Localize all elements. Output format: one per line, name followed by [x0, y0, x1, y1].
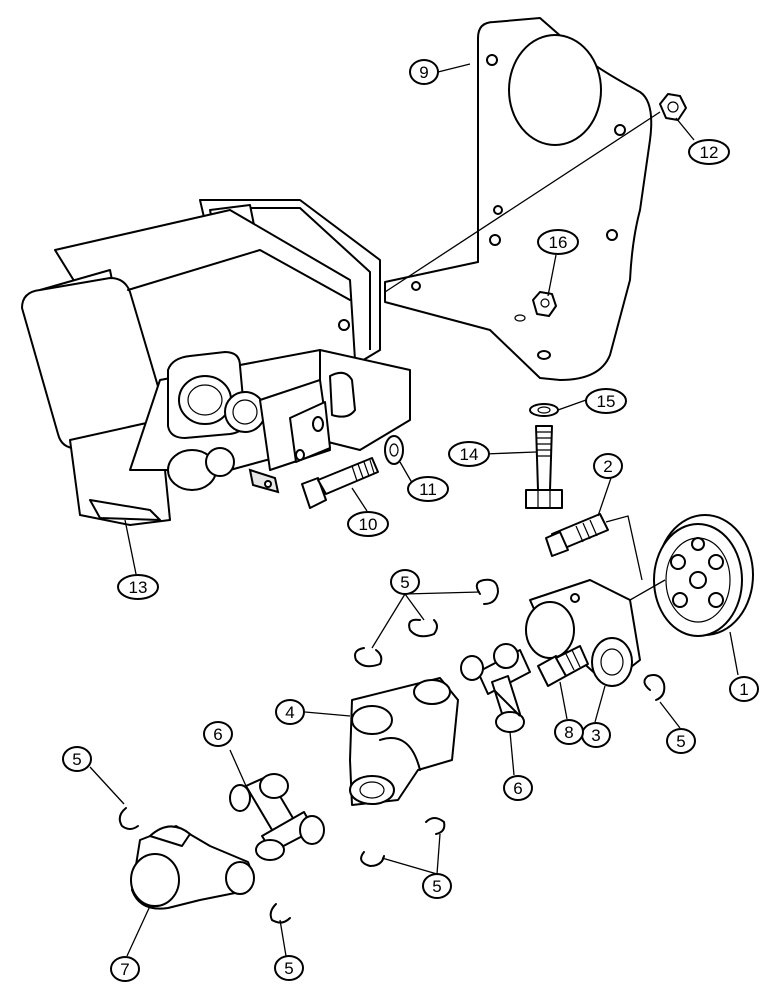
callout-5-bottom-label: 5 [284, 959, 293, 978]
callout-6-upper: 6 [203, 721, 233, 747]
callout-14: 14 [448, 441, 490, 467]
callout-13-label: 13 [129, 578, 148, 597]
callout-5-top-label: 5 [400, 573, 409, 592]
callout-11: 11 [407, 476, 449, 502]
callout-15-label: 15 [597, 392, 616, 411]
callout-5-top: 5 [390, 569, 420, 595]
leader-lines [89, 63, 739, 957]
callout-1: 1 [729, 676, 759, 702]
callout-10: 10 [347, 511, 389, 537]
callout-6-lower-label: 6 [513, 779, 522, 798]
callout-3-label: 3 [591, 726, 600, 745]
universal-joint-upper [460, 643, 531, 733]
callout-5-middle: 5 [422, 873, 452, 899]
snap-ring-group [118, 578, 666, 924]
callout-5-right-label: 5 [676, 732, 685, 751]
callout-1-label: 1 [739, 680, 748, 699]
callout-12-label: 12 [700, 143, 719, 162]
callout-10-label: 10 [359, 515, 378, 534]
callout-12: 12 [688, 139, 730, 165]
callout-5-middle-label: 5 [432, 877, 441, 896]
yoke-part-4 [349, 677, 459, 806]
callout-2-label: 2 [603, 457, 612, 476]
nut-part-12 [659, 93, 687, 121]
callout-16: 16 [537, 229, 579, 255]
callout-6-lower: 6 [503, 775, 533, 801]
callout-15: 15 [585, 388, 627, 414]
washer-part-15 [529, 403, 559, 417]
universal-joint-lower [229, 773, 325, 861]
callout-14-label: 14 [460, 445, 479, 464]
pump-motor-assembly [21, 199, 411, 526]
mounting-bracket-part [384, 17, 661, 381]
callout-5-bottom: 5 [274, 955, 304, 981]
callout-9-label: 9 [419, 63, 428, 82]
callout-3: 3 [581, 722, 611, 748]
callout-8: 8 [554, 719, 584, 745]
nut-part-16 [532, 291, 557, 317]
callout-5-left-label: 5 [72, 750, 81, 769]
bolt-part-8 [537, 645, 589, 687]
callout-13: 13 [117, 574, 159, 600]
callout-9: 9 [409, 59, 439, 85]
washer-part-11 [384, 435, 404, 465]
callout-7: 7 [110, 956, 140, 982]
callout-11-label: 11 [419, 480, 437, 499]
callout-2: 2 [593, 453, 623, 479]
pulley-part-1 [653, 514, 754, 637]
bolt-part-14 [525, 425, 563, 509]
callout-4: 4 [275, 699, 305, 725]
bolt-part-10 [301, 457, 379, 509]
callout-5-left: 5 [62, 746, 92, 772]
callout-16-label: 16 [549, 233, 568, 252]
yoke-part-7 [130, 825, 255, 910]
callout-7-label: 7 [120, 960, 129, 979]
callout-5-right: 5 [666, 728, 696, 754]
callout-8-label: 8 [564, 723, 573, 742]
bolt-part-2 [545, 513, 643, 581]
yoke-part-3 [525, 579, 666, 687]
callout-6-upper-label: 6 [213, 725, 222, 744]
callout-4-label: 4 [285, 703, 294, 722]
